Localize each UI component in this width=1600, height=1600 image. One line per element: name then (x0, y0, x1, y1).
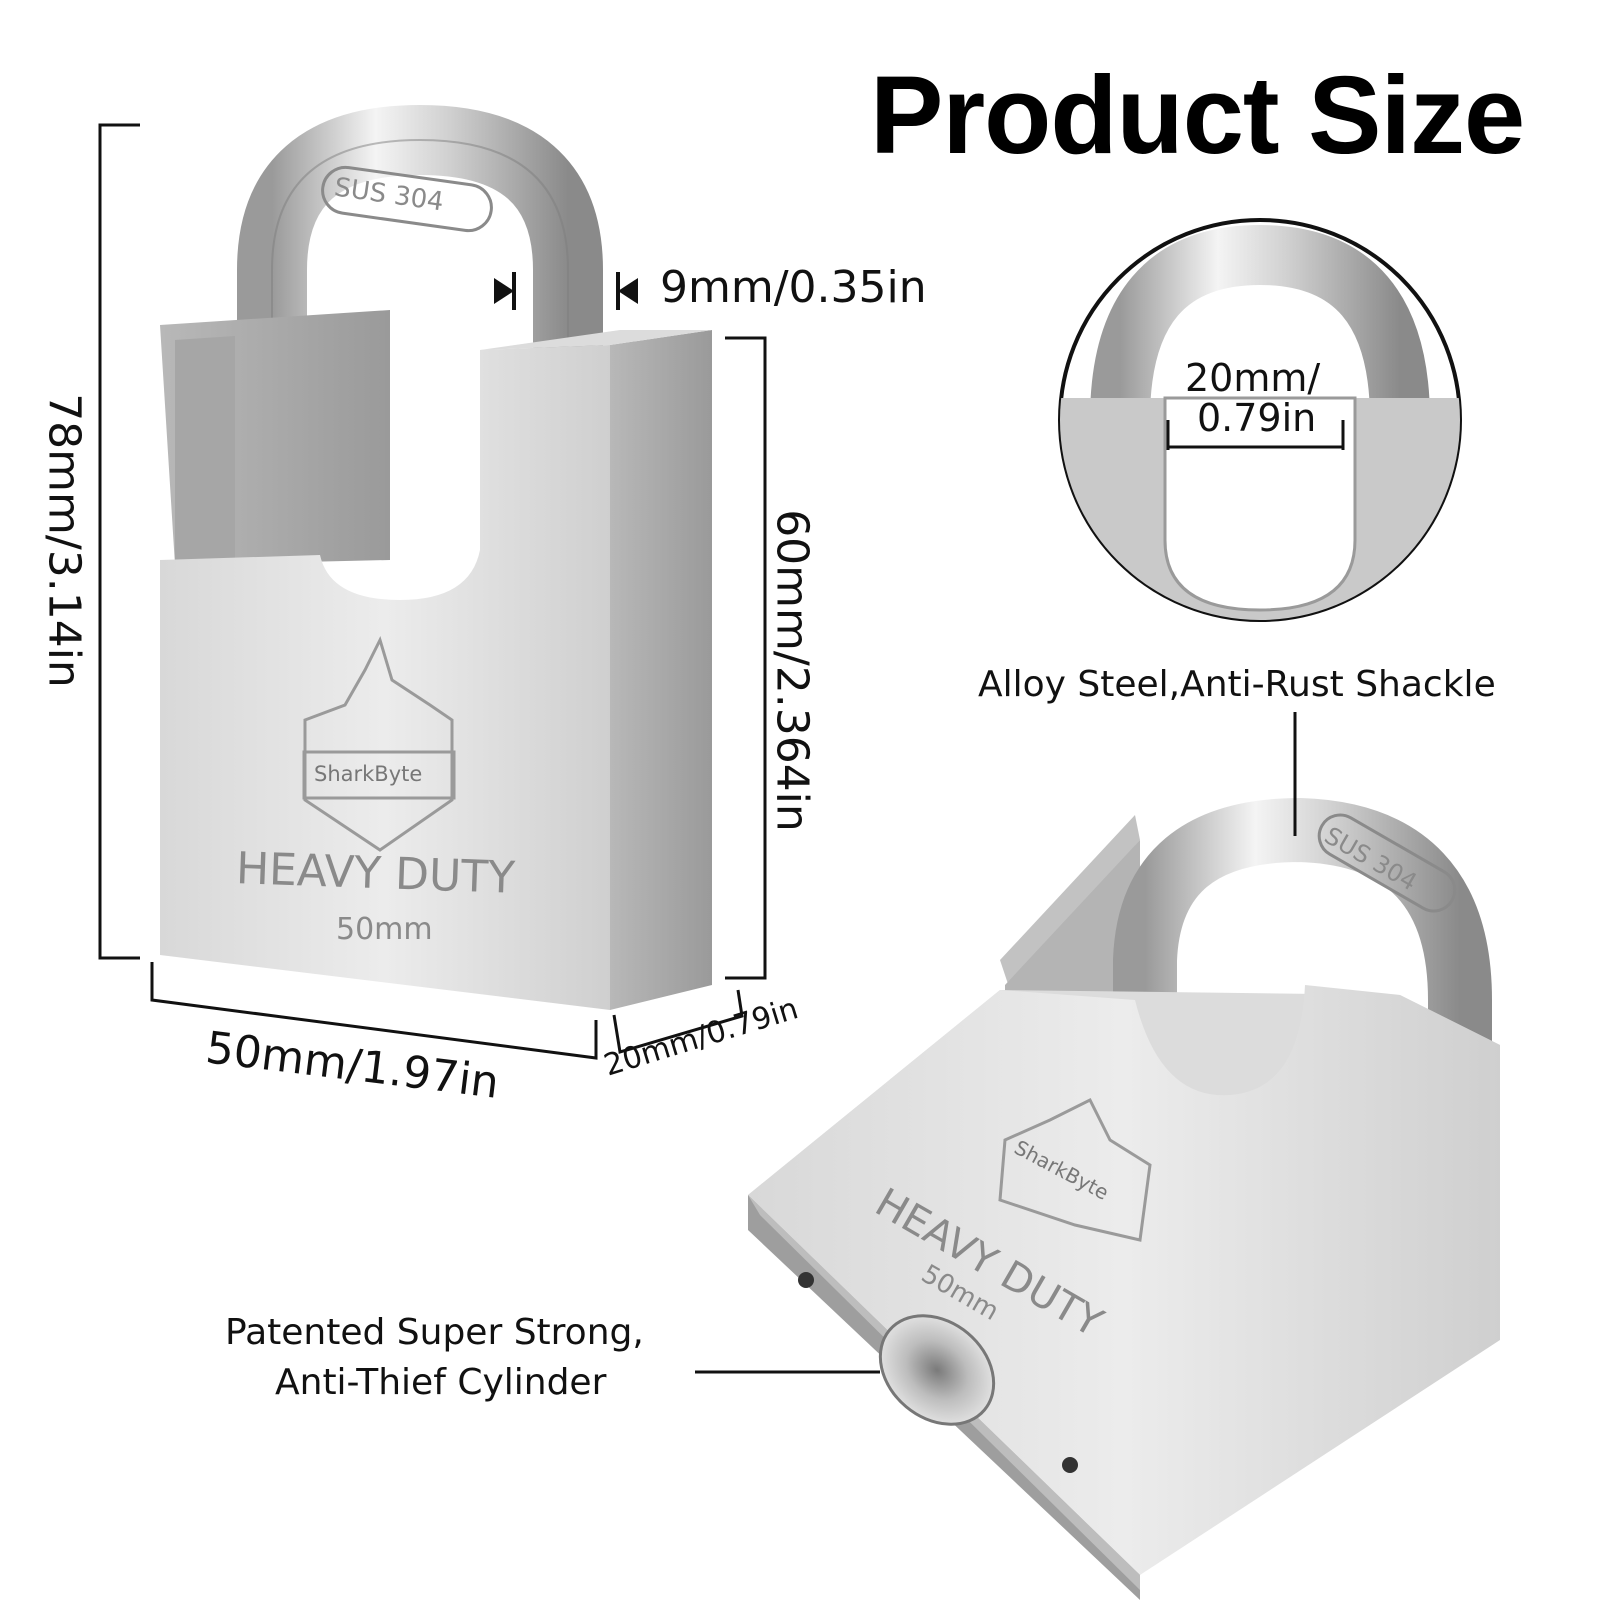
front-body (160, 345, 610, 1010)
shackle-mark-badge (321, 165, 493, 233)
shackle-clearance-label-line1: 20mm/ (1185, 356, 1321, 400)
body-height-label: 60mm/2.364in (766, 509, 818, 832)
engraving-heavy-duty: HEAVY DUTY (235, 843, 516, 904)
shackle-clearance-label-line2: 0.79in (1197, 396, 1317, 440)
front-body-side (610, 330, 712, 1010)
angled-shackle (1113, 797, 1492, 1070)
angled-shackle-mark-badge (1317, 813, 1457, 913)
front-padlock (160, 104, 712, 1010)
shark-logo-icon (303, 635, 454, 852)
shackle-closeup (1058, 218, 1462, 622)
total-height-label: 78mm/3.14in (38, 393, 90, 688)
shackle-callout: Alloy Steel,Anti-Rust Shackle (978, 664, 1496, 705)
cylinder-callout-line1: Patented Super Strong, (225, 1312, 644, 1353)
page-title: Product Size (870, 54, 1525, 177)
angled-body-front (748, 985, 1500, 1575)
angled-padlock (748, 797, 1500, 1600)
screw-hole-left (798, 1272, 814, 1288)
angled-shark-logo-icon (998, 1097, 1152, 1242)
dimension-lines-left (98, 123, 767, 1060)
engraving-size: 50mm (336, 912, 433, 947)
cylinder-keyway (878, 1314, 996, 1426)
shackle-diameter-arrows (494, 272, 638, 310)
cylinder-callout-line2: Anti-Thief Cylinder (275, 1362, 607, 1403)
screw-hole-right (1062, 1457, 1078, 1473)
shackle-diameter-label: 9mm/0.35in (660, 262, 927, 313)
engraving-brand: SharkByte (314, 762, 423, 786)
callout-leaders (695, 712, 1297, 1374)
